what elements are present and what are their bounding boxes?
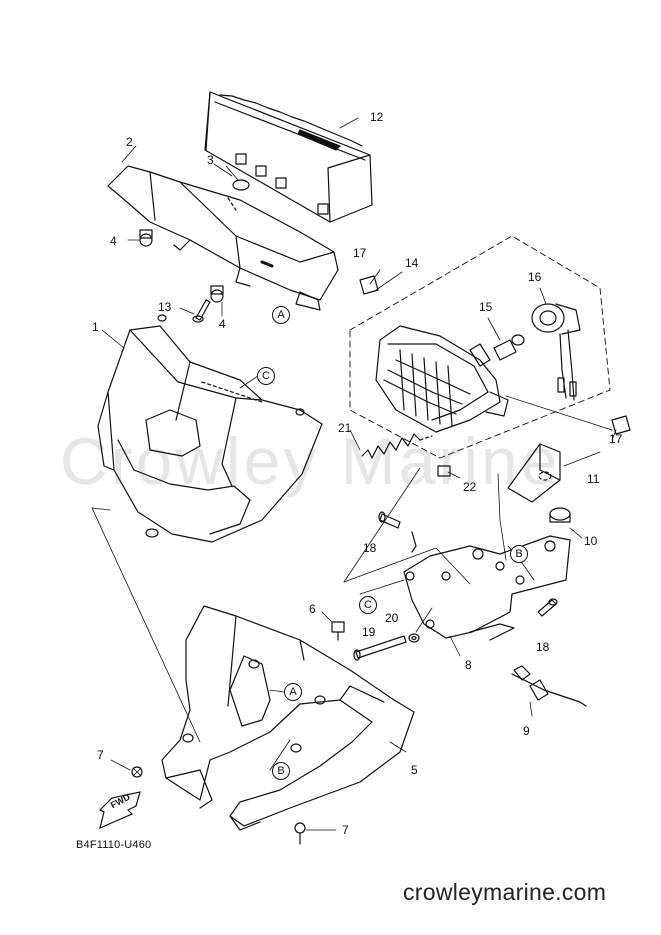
callout-17: 17 — [609, 432, 623, 446]
callout-3: 3 — [207, 153, 214, 167]
callout-9: 9 — [523, 724, 530, 738]
callout-17: 17 — [353, 246, 367, 260]
front-cowl-part — [97, 314, 323, 543]
forward-arrow-icon — [98, 791, 141, 830]
reference-lines — [91, 117, 617, 771]
diagram-code: B4F1110-U460 — [76, 839, 152, 851]
watermark-text: Crowley Marine — [60, 424, 561, 498]
reference-mark-b: B — [272, 762, 290, 780]
bulb-part — [487, 317, 525, 361]
rivet-parts — [110, 759, 337, 845]
spring-part — [361, 433, 433, 459]
bolt-parts — [378, 511, 558, 617]
wire-clamp-part — [511, 665, 587, 717]
headlight-assembly-outline — [349, 235, 611, 459]
long-bolt-part — [353, 635, 407, 661]
callout-18: 18 — [536, 640, 550, 654]
reference-mark-b: B — [510, 545, 528, 563]
clip-part — [321, 611, 345, 641]
screw-part — [179, 299, 211, 323]
callout-5: 5 — [411, 763, 418, 777]
headlight-bracket-part — [507, 443, 561, 503]
callout-15: 15 — [479, 300, 493, 314]
washer-part — [408, 633, 420, 643]
lower-cowl-part — [161, 605, 415, 831]
nut-part — [437, 465, 451, 477]
grommet-parts — [127, 229, 224, 317]
callout-19: 19 — [362, 625, 376, 639]
nut-clip-parts — [359, 275, 631, 435]
reference-mark-c: C — [359, 596, 377, 614]
callout-4: 4 — [110, 234, 117, 248]
meter-unit-part — [204, 91, 373, 223]
callout-8: 8 — [465, 658, 472, 672]
callout-2: 2 — [126, 135, 133, 149]
callout-10: 10 — [584, 534, 598, 548]
callout-20: 20 — [385, 611, 399, 625]
socket-part — [531, 287, 581, 401]
callout-7: 7 — [97, 748, 104, 762]
main-bracket-part — [403, 531, 571, 641]
callout-14: 14 — [405, 256, 419, 270]
callout-6: 6 — [309, 602, 316, 616]
callout-22: 22 — [463, 480, 477, 494]
adjuster-knob-part — [549, 507, 571, 523]
reference-mark-c: C — [257, 367, 275, 385]
reference-mark-a: A — [284, 683, 302, 701]
headlight-part — [375, 325, 509, 433]
callout-21: 21 — [338, 421, 352, 435]
callout-16: 16 — [528, 270, 542, 284]
callout-12: 12 — [370, 110, 384, 124]
callout-11: 11 — [587, 472, 600, 486]
site-url: crowleymarine.com — [403, 879, 607, 905]
callout-4: 4 — [219, 317, 226, 331]
callout-13: 13 — [158, 300, 172, 314]
reference-mark-a: A — [272, 306, 290, 324]
cap-part — [232, 179, 250, 191]
callout-18: 18 — [363, 541, 377, 555]
callout-1: 1 — [92, 320, 99, 334]
meter-cover-part — [107, 165, 339, 311]
callout-7: 7 — [342, 823, 349, 837]
